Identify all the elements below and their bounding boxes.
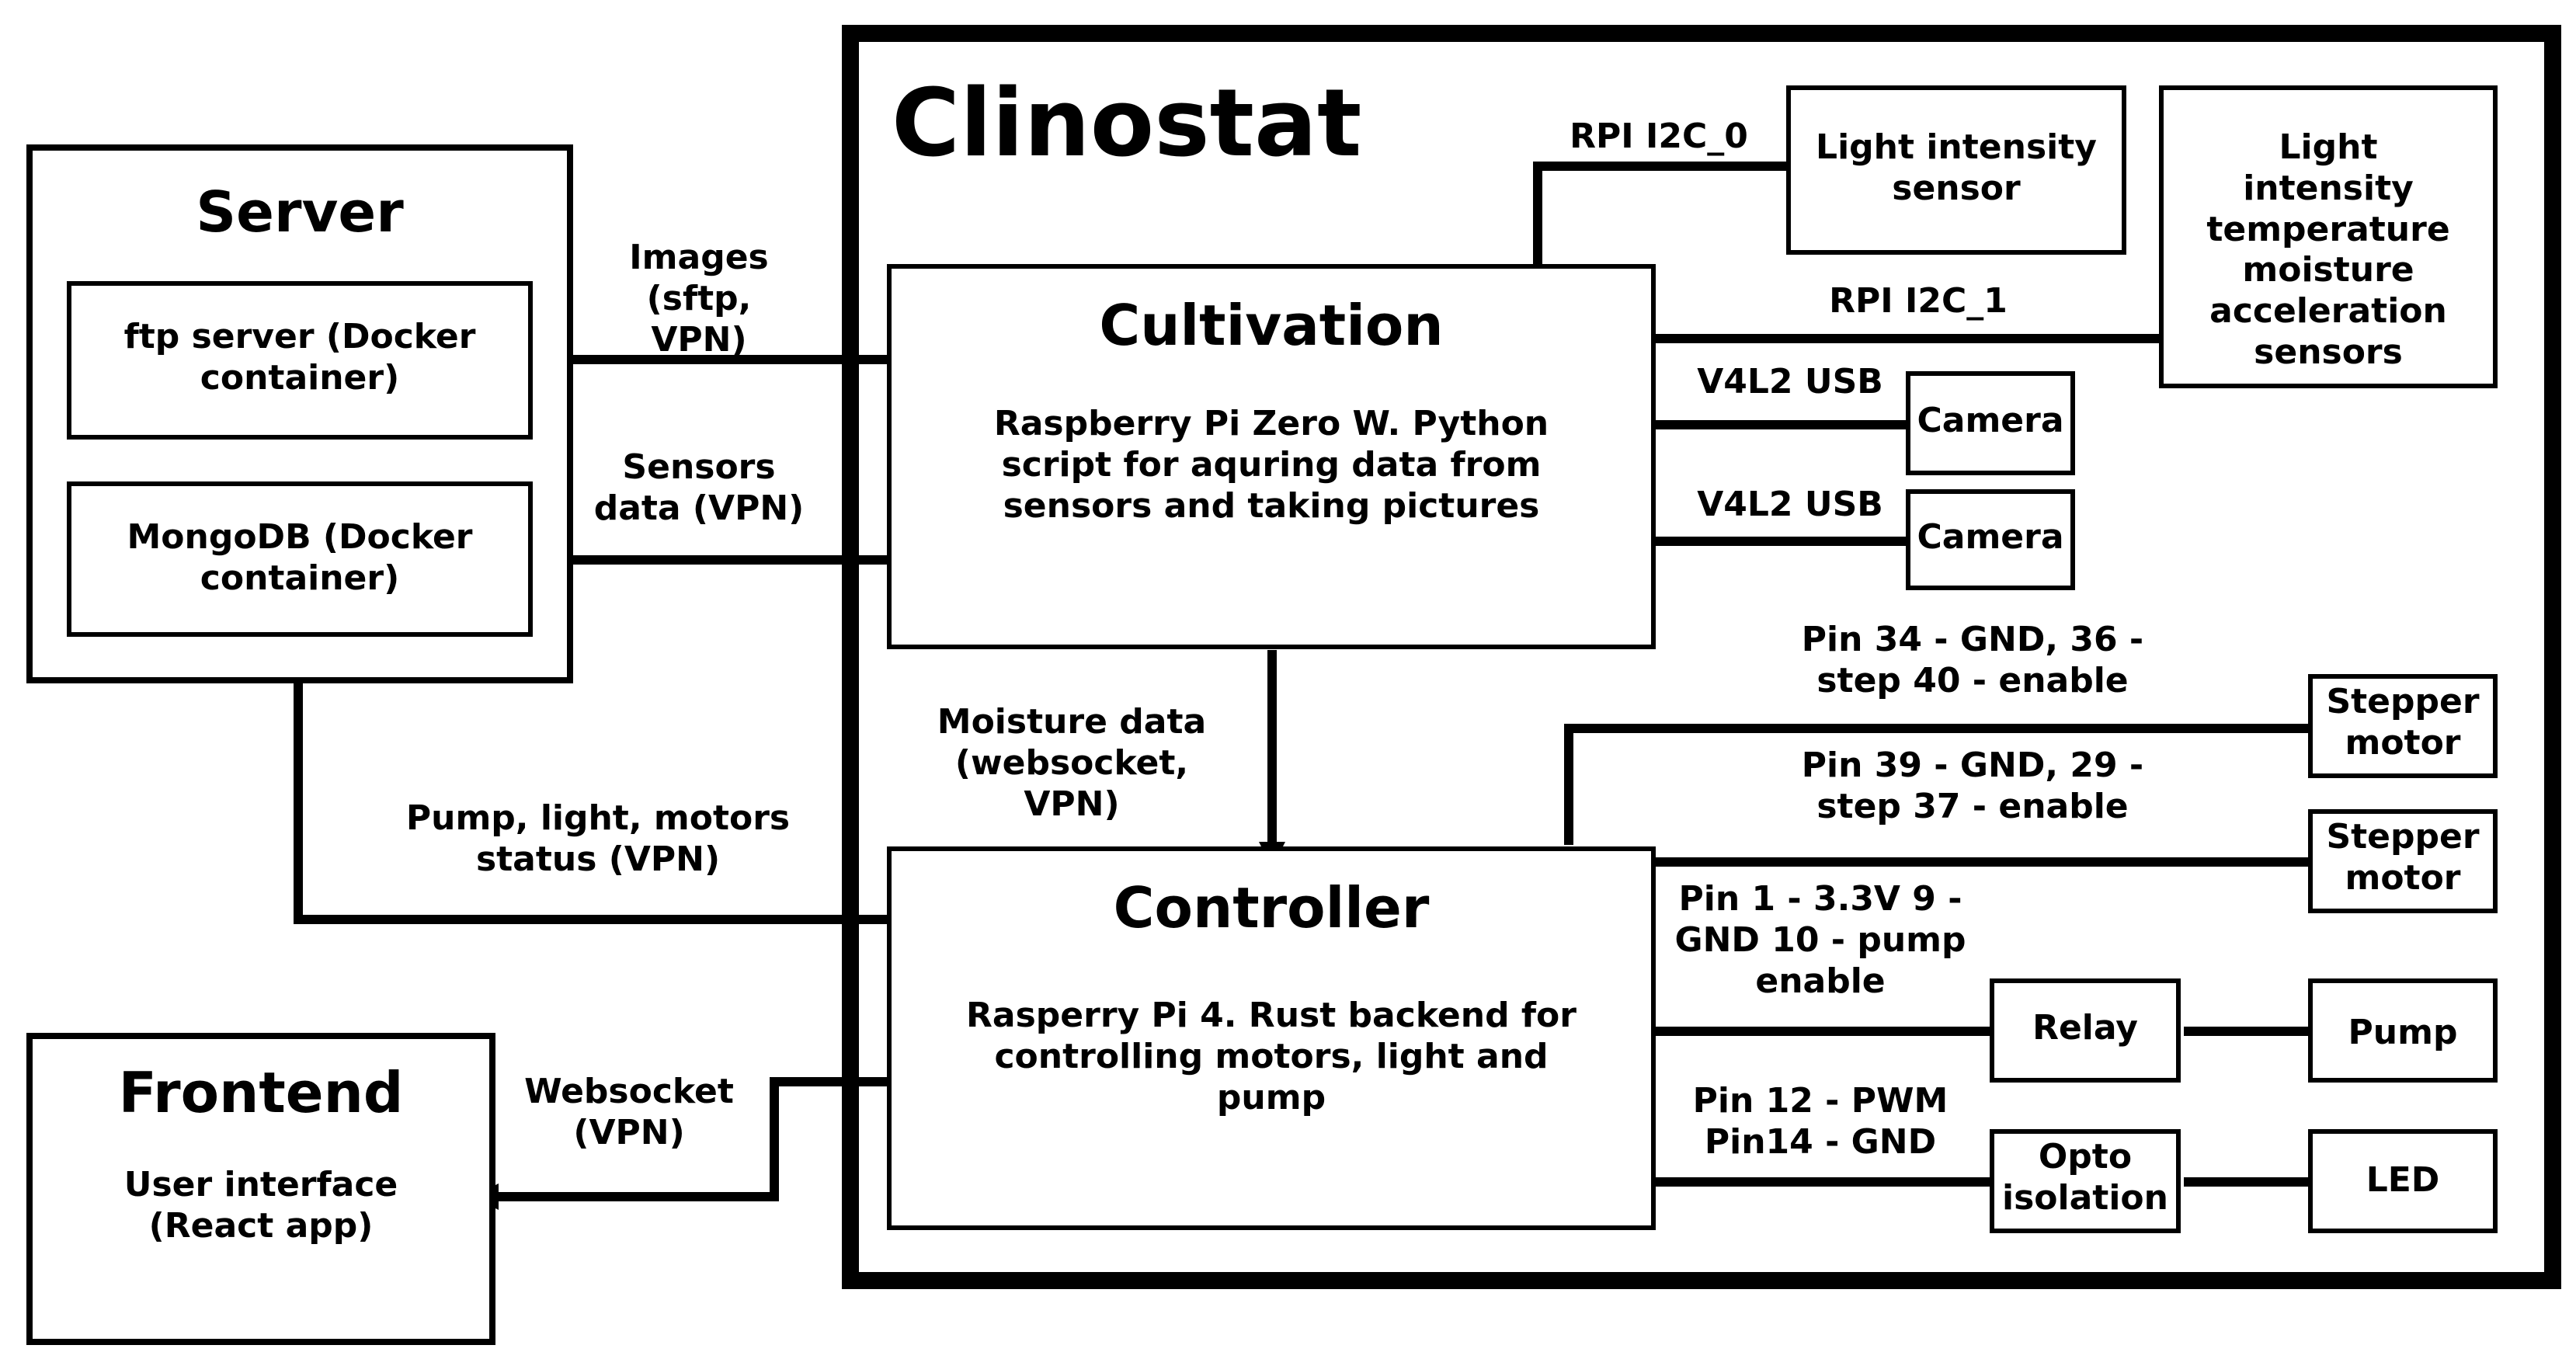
pump-label: Pump [2348,1013,2458,1052]
clinostat-title: Clinostat [892,70,1362,178]
opto-isolation-box [1990,1129,2181,1233]
multi-sensor-label: Light intensity temperature moisture acc… [2206,127,2450,372]
cultivation-description: Raspberry Pi Zero W. Python script for a… [993,404,1549,526]
light-sensor-label: Light intensity sensor [1816,127,2097,208]
edge-label-i2c0: RPI I2C_0 [1570,116,1748,156]
edge-label-stepper-2-pins: Pin 39 - GND, 29 - step 37 - enable [1801,746,2144,826]
relay-box [1990,978,2181,1083]
controller-description: Rasperry Pi 4. Rust backend for controll… [966,996,1577,1117]
stepper-motor-1-box [2308,674,2498,778]
camera-1-label: Camera [1917,401,2064,440]
server-title: Server [196,179,404,245]
led-label: LED [2366,1160,2440,1200]
ftp-server-box [67,281,533,440]
led-box [2308,1129,2498,1233]
edge-label-images: Images (sftp, VPN) [629,238,769,360]
relay-label: Relay [2032,1008,2138,1048]
edge-label-relay-pins: Pin 1 - 3.3V 9 - GND 10 - pump enable [1674,879,1966,1001]
edge-status [285,618,888,924]
cultivation-title: Cultivation [1099,293,1444,358]
edge-i2c0 [1524,162,1791,297]
stepper-motor-2-box [2308,809,2498,913]
edge-label-sensors: Sensors data (VPN) [593,447,805,528]
edge-label-status: Pump, light, motors status (VPN) [405,798,791,879]
mongodb-box [67,481,533,637]
ftp-server-label: ftp server (Docker container) [123,317,476,398]
clinostat-frame [842,25,2561,1289]
edge-label-usb1: V4L2 USB [1697,362,1883,401]
camera-2-label: Camera [1917,517,2064,557]
edge-label-usb2: V4L2 USB [1697,485,1883,524]
edge-label-stepper-1-pins: Pin 34 - GND, 36 - step 40 - enable [1801,620,2144,700]
frontend-title: Frontend [118,1060,404,1125]
multi-sensor-box [2159,85,2498,388]
edge-label-opto-pins: Pin 12 - PWM Pin14 - GND [1692,1081,1949,1162]
camera-1-box [1906,371,2075,475]
light-sensor-box [1786,85,2126,255]
edge-label-websocket: Websocket (VPN) [524,1072,734,1152]
stepper-motor-2-label: Stepper motor [2326,817,2480,898]
pump-box [2308,978,2498,1083]
edge-label-i2c1: RPI I2C_1 [1829,281,2008,321]
controller-box [887,846,1656,1230]
cultivation-box [887,264,1656,649]
frontend-box [26,1033,495,1345]
opto-isolation-label: Opto isolation [2002,1137,2168,1218]
camera-2-box [1906,489,2075,590]
edge-stepper1 [1564,715,2341,845]
frontend-description: User interface (React app) [123,1165,398,1246]
controller-title: Controller [1113,875,1430,940]
stepper-motor-1-label: Stepper motor [2326,682,2480,763]
edge-label-moisture: Moisture data (websocket, VPN) [937,702,1207,824]
mongodb-label: MongoDB (Docker container) [127,517,473,598]
